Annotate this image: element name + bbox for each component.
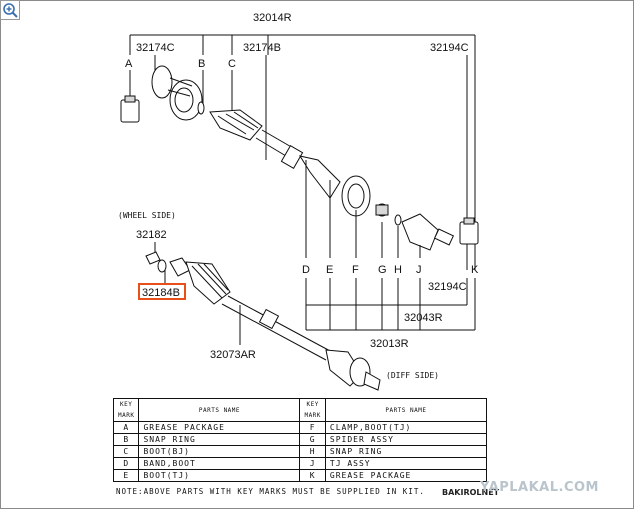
legend-row: E BOOT(TJ) K GREASE PACKAGE	[112, 469, 487, 482]
legend-name: GREASE PACKAGE	[324, 469, 487, 482]
legend-row: A GREASE PACKAGE F CLAMP,BOOT(TJ)	[112, 421, 487, 434]
legend-name: SNAP RING	[138, 433, 301, 446]
parts-legend-table: KEY MARK PARTS NAME KEY MARK PARTS NAME …	[112, 398, 487, 482]
key-letter-K: K	[471, 264, 479, 276]
legend-key: F	[299, 421, 326, 434]
callout-32014R: 32014R	[253, 12, 292, 24]
legend-key-header-left: KEY MARK	[112, 398, 140, 422]
expand-icon[interactable]	[0, 0, 20, 20]
legend-key-header-right: KEY MARK	[299, 398, 326, 422]
spider-assy	[375, 203, 389, 217]
legend-name: CLAMP,BOOT(TJ)	[324, 421, 487, 434]
lower-shaft-assembly	[169, 257, 381, 391]
callout-32194C-right: 32194C	[428, 281, 467, 293]
legend-key: J	[299, 457, 326, 470]
wheel-side-label: (WHEEL SIDE)	[118, 211, 176, 220]
legend-key: C	[112, 445, 140, 458]
key-letter-A: A	[125, 58, 133, 70]
key-letter-C: C	[228, 58, 236, 70]
key-letter-D: D	[302, 264, 310, 276]
grease-package-k	[459, 217, 479, 245]
diff-side-label: (DIFF SIDE)	[386, 371, 439, 380]
band-boot	[280, 145, 304, 169]
callout-32194C-top: 32194C	[430, 42, 469, 54]
key-letter-F: F	[352, 264, 359, 276]
snap-ring-b	[197, 101, 205, 115]
key-letter-E: E	[326, 264, 333, 276]
callout-32043R: 32043R	[404, 312, 443, 324]
legend-key: B	[112, 433, 140, 446]
legend-name: SPIDER ASSY	[324, 433, 487, 446]
legend-row: D BAND,BOOT J TJ ASSY	[112, 457, 487, 470]
legend-row: B SNAP RING G SPIDER ASSY	[112, 433, 487, 446]
callout-32182: 32182	[136, 229, 167, 241]
legend-name: BOOT(TJ)	[138, 469, 301, 482]
legend-key: A	[112, 421, 140, 434]
callout-32073AR: 32073AR	[210, 349, 256, 361]
callout-32013R: 32013R	[370, 338, 409, 350]
key-letter-J: J	[416, 264, 422, 276]
grease-package-a	[120, 95, 140, 123]
tj-assy	[401, 213, 455, 251]
key-letter-B: B	[198, 58, 205, 70]
legend-name-header-left: PARTS NAME	[138, 398, 301, 422]
legend-key: G	[299, 433, 326, 446]
legend-name: GREASE PACKAGE	[138, 421, 301, 434]
legend-name-header-right: PARTS NAME	[324, 398, 487, 422]
callout-32174B: 32174B	[243, 42, 281, 54]
legend-name: BAND,BOOT	[138, 457, 301, 470]
driveshaft-parts-diagram: 32014R 32174C 32174B 32194C A B C	[118, 12, 479, 391]
legend-row: C BOOT(BJ) H SNAP RING	[112, 445, 487, 458]
callout-32184B: 32184B	[142, 287, 180, 299]
legend-key: E	[112, 469, 140, 482]
kit-note: NOTE:ABOVE PARTS WITH KEY MARKS MUST BE …	[116, 487, 425, 496]
key-letter-G: G	[378, 264, 387, 276]
legend-key: H	[299, 445, 326, 458]
boot-bj	[209, 109, 263, 141]
site-watermark: YAPLAKAL.COM	[480, 480, 599, 495]
highlight-32184B[interactable]	[138, 283, 186, 300]
legend-name: TJ ASSY	[324, 457, 487, 470]
callout-32174C: 32174C	[136, 42, 175, 54]
hub-nut	[145, 251, 167, 273]
legend-key: K	[299, 469, 326, 482]
snap-ring-h	[394, 214, 402, 226]
author-signature: BAKIROLNET	[442, 488, 500, 497]
outer-joint	[151, 65, 203, 121]
legend-name: BOOT(BJ)	[138, 445, 301, 458]
key-letter-H: H	[394, 264, 402, 276]
legend-name: SNAP RING	[324, 445, 487, 458]
legend-key: D	[112, 457, 140, 470]
